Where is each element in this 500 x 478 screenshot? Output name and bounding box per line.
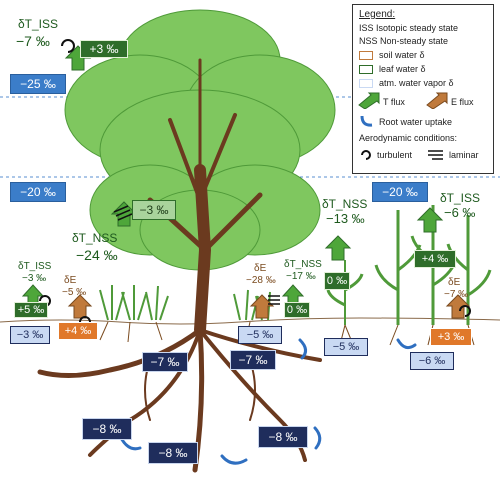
vapor-swatch xyxy=(359,79,373,88)
t-flux-legend-icon xyxy=(358,92,380,109)
mid-leaf-box: 0 ‰ xyxy=(284,302,310,318)
legend-soil: soil water δ xyxy=(379,50,425,60)
legend-turbulent: turbulent xyxy=(377,150,413,160)
t-iss-corn-value: −6 ‰ xyxy=(444,205,476,220)
small-leaf-box: 0 ‰ xyxy=(324,272,350,290)
small-roots xyxy=(99,321,475,346)
turbulent-legend-icon xyxy=(361,150,371,160)
e-arrow-mid xyxy=(249,294,275,319)
root-box-b: −7 ‰ xyxy=(230,350,276,370)
t-nss-small-label: δT_NSS xyxy=(322,197,368,211)
legend-iss: ISS Isotopic steady state xyxy=(359,23,459,33)
t-nss-mid-value: −17 ‰ xyxy=(286,271,316,282)
corn-leaf-box: +4 ‰ xyxy=(414,250,456,268)
laminar-icons xyxy=(113,205,280,305)
e-mid-label: δE xyxy=(254,263,267,274)
e-mid-value: −28 ‰ xyxy=(246,275,276,286)
t-arrow-corn xyxy=(416,207,444,233)
mid-soil-box: −5 ‰ xyxy=(238,326,282,344)
root-box-e: −8 ‰ xyxy=(258,426,308,448)
legend-eflux: E flux xyxy=(451,97,474,107)
atm-mid-right-box: −20 ‰ xyxy=(372,182,428,202)
t-nss-small-value: −13 ‰ xyxy=(326,211,365,226)
e-arrow-grass xyxy=(67,294,93,319)
grass-soil-box: −3 ‰ xyxy=(10,326,50,344)
grass-leaf-box: +5 ‰ xyxy=(14,302,48,318)
root-box-d: −8 ‰ xyxy=(148,442,198,464)
t-iss-corn-label: δT_ISS xyxy=(440,191,481,205)
grass-e-box: +4 ‰ xyxy=(58,322,98,340)
small-soil-box: −5 ‰ xyxy=(324,338,368,356)
legend-laminar: laminar xyxy=(449,150,479,160)
legend-uptake: Root water uptake xyxy=(379,117,453,127)
legend-nss: NSS Non-steady state xyxy=(359,36,449,46)
t-iss-top-value: −7 ‰ xyxy=(16,33,50,49)
grass-left xyxy=(99,285,169,321)
e-flux-legend-icon xyxy=(426,92,448,109)
leaf-swatch xyxy=(359,65,373,74)
small-plant xyxy=(326,260,364,325)
corn-e-box: +3 ‰ xyxy=(430,328,472,346)
soil-swatch xyxy=(359,51,373,60)
atm-top-box: −25 ‰ xyxy=(10,74,66,94)
e-flux-arrows xyxy=(67,294,471,319)
flux-top-box: +3 ‰ xyxy=(80,40,128,58)
t-iss-top-label: δT_ISS xyxy=(18,17,59,31)
legend-title: Legend: xyxy=(359,9,396,20)
canopy-inner-box: −3 ‰ xyxy=(132,200,176,220)
e-corn-value: −7 ‰ xyxy=(444,289,469,300)
root-box-a: −7 ‰ xyxy=(142,352,188,372)
root-box-c: −8 ‰ xyxy=(82,418,132,440)
t-nss-mid-label: δT_NSS xyxy=(284,259,322,270)
legend-aero: Aerodynamic conditions: xyxy=(359,133,458,143)
corn-soil-box: −6 ‰ xyxy=(410,352,454,370)
atm-mid-left-box: −20 ‰ xyxy=(10,182,66,202)
e-corn-label: δE xyxy=(448,277,461,288)
legend-tflux: T flux xyxy=(383,97,405,107)
t-iss-grass-label: δT_ISS xyxy=(18,261,52,272)
ground-line xyxy=(0,317,500,325)
t-nss-tree-value: −24 ‰ xyxy=(76,247,118,263)
t-arrow-small xyxy=(324,235,352,261)
e-grass-label: δE xyxy=(64,275,77,286)
e-grass-value: −5 ‰ xyxy=(62,287,87,298)
e-arrow-corn xyxy=(445,294,471,319)
t-iss-grass-value: −3 ‰ xyxy=(22,273,47,284)
t-nss-tree-label: δT_NSS xyxy=(72,231,118,245)
legend-vapor: atm. water vapor δ xyxy=(379,78,454,88)
uptake-legend-icon xyxy=(360,115,373,127)
laminar-legend-icon xyxy=(428,150,443,160)
legend-leaf: leaf water δ xyxy=(379,64,426,74)
legend-box: Legend: ISS Isotopic steady state NSS No… xyxy=(352,4,494,174)
